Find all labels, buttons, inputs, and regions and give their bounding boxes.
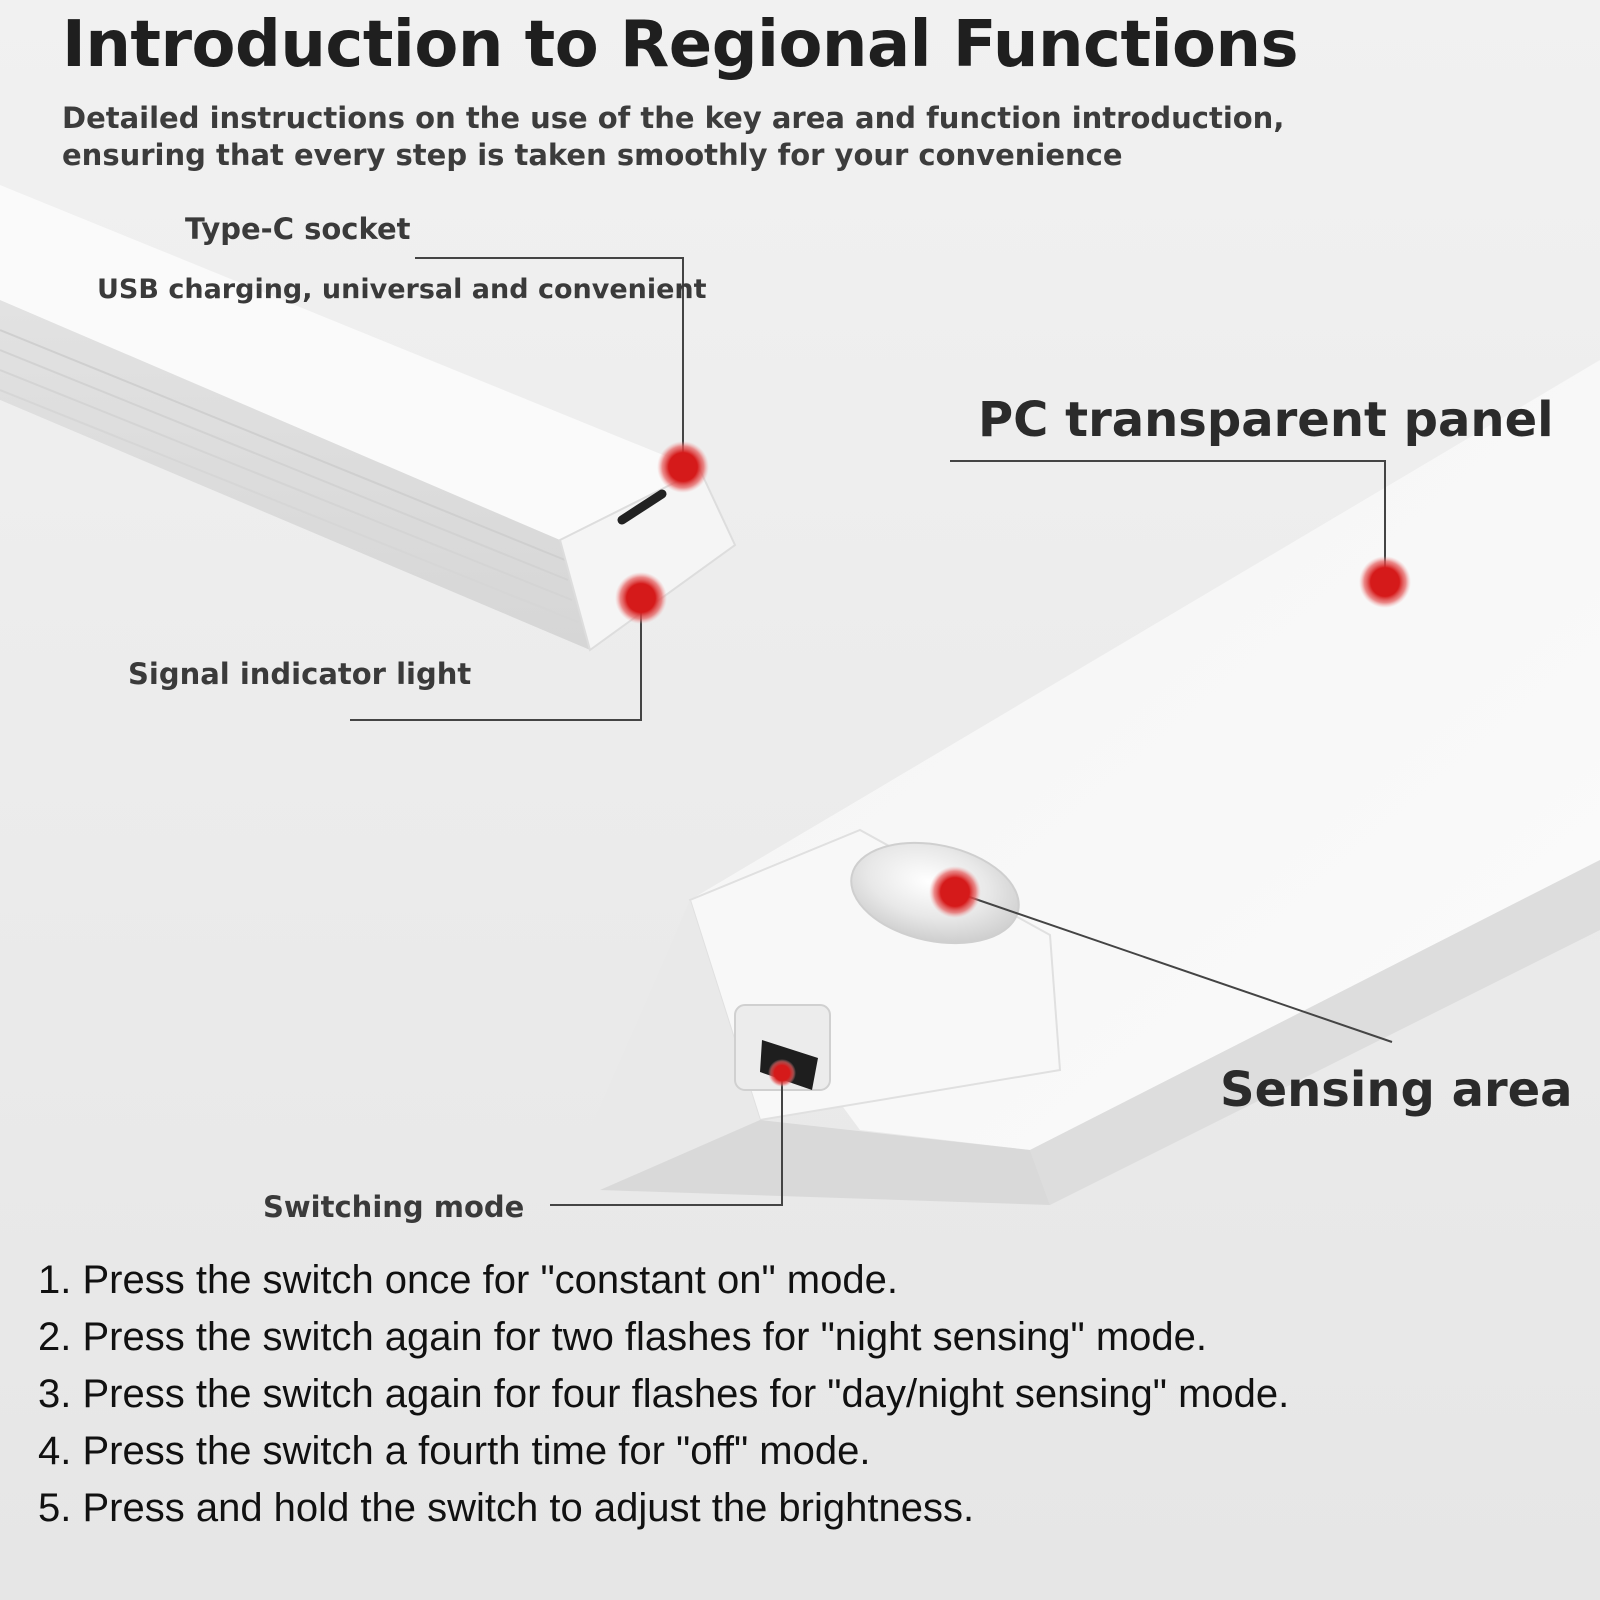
label-sensing-area: Sensing area <box>1220 1062 1573 1118</box>
marker-type-c <box>657 441 709 493</box>
marker-signal <box>615 572 667 624</box>
instruction-step: 2. Press the switch again for two flashe… <box>38 1315 1207 1359</box>
instruction-step: 3. Press the switch again for four flash… <box>38 1372 1290 1416</box>
label-switching-mode: Switching mode <box>263 1190 525 1224</box>
upper-light-bar <box>0 185 737 652</box>
leader-line-type-c <box>415 257 684 465</box>
marker-pc-panel <box>1359 556 1411 608</box>
lower-light-bar <box>590 360 1600 1205</box>
label-type-c-description: USB charging, universal and convenient <box>97 274 707 305</box>
instruction-step: 4. Press the switch a fourth time for "o… <box>38 1429 871 1473</box>
marker-sensing <box>929 866 981 918</box>
label-signal-indicator: Signal indicator light <box>128 657 472 691</box>
leader-line-switch <box>550 1075 783 1206</box>
marker-switch <box>768 1059 796 1087</box>
instructions-list: 1. Press the switch once for "constant o… <box>38 1252 1289 1537</box>
label-type-c-socket: Type-C socket <box>185 212 411 246</box>
instruction-step: 1. Press the switch once for "constant o… <box>38 1258 898 1302</box>
page-subtitle: Detailed instructions on the use of the … <box>62 101 1285 172</box>
usb-c-port <box>617 489 667 525</box>
page-title: Introduction to Regional Functions <box>62 8 1299 82</box>
leader-line-signal <box>350 598 642 721</box>
leader-line-pc-panel <box>950 460 1386 580</box>
label-pc-panel: PC transparent panel <box>978 392 1554 448</box>
leader-line-sensing <box>954 891 1393 1043</box>
instruction-step: 5. Press and hold the switch to adjust t… <box>38 1486 975 1530</box>
